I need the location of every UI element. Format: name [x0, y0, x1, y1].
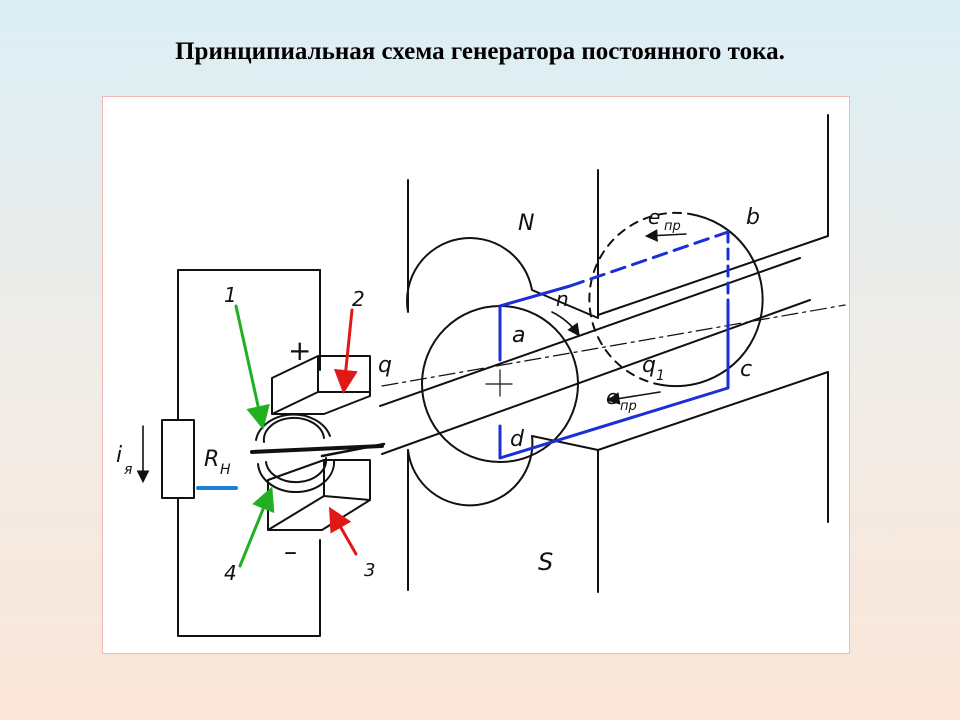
brush-bottom	[267, 459, 371, 531]
label-q1: q	[642, 353, 656, 378]
label-a: a	[512, 323, 525, 348]
south-yoke	[597, 371, 829, 523]
label-4: 4	[224, 561, 237, 585]
label-minus: –	[284, 537, 297, 567]
label-b: b	[746, 205, 760, 230]
label-q1-sub: 1	[656, 368, 665, 384]
label-e-bottom-sub: пр	[620, 399, 637, 414]
pointer-1	[234, 304, 270, 430]
external-circuit	[177, 269, 321, 637]
label-i-sub: я	[124, 462, 132, 478]
shaft-bottom-edge	[381, 299, 811, 455]
label-pole-n: N	[518, 211, 534, 236]
label-e-bottom: e	[606, 385, 618, 409]
label-d: d	[510, 427, 525, 452]
shaft-top-edge	[379, 257, 801, 407]
slide-title: Принципиальная схема генератора постоянн…	[175, 38, 785, 65]
south-pole	[407, 435, 599, 593]
coil-top-hidden	[568, 230, 730, 288]
label-3: 3	[364, 560, 375, 581]
commutator-slot	[250, 444, 384, 454]
label-rh: R	[204, 447, 219, 472]
commutator-ring-outer	[255, 413, 336, 494]
emf-arrow-top	[644, 229, 687, 242]
commutator-slot-2	[320, 442, 386, 458]
pointer-4	[238, 486, 275, 568]
load-resistor	[161, 419, 195, 499]
diagram-frame	[102, 96, 850, 654]
label-plus: +	[288, 334, 311, 367]
north-yoke	[597, 114, 829, 316]
commutator-ring-inner	[262, 416, 328, 484]
label-pole-s: S	[538, 548, 553, 576]
pointer-2	[333, 308, 358, 394]
pointer-3	[329, 506, 358, 556]
brush-top	[271, 355, 371, 415]
label-e-top: e	[648, 205, 660, 229]
armature-disc-far	[661, 213, 764, 388]
label-2: 2	[352, 287, 365, 311]
rotation-arrow	[551, 311, 580, 337]
label-n: n	[556, 287, 569, 311]
label-c: c	[740, 357, 752, 382]
label-q: q	[378, 353, 392, 378]
coil-side-a	[498, 284, 572, 362]
armature-disc-far-hidden	[588, 211, 691, 386]
emf-arrow-bottom	[606, 391, 661, 405]
label-e-top-sub: пр	[664, 219, 681, 234]
axis-line	[381, 304, 846, 387]
label-i: i	[116, 443, 122, 468]
label-1: 1	[224, 283, 237, 307]
label-rh-sub: H	[220, 462, 231, 478]
coil-side-c	[498, 298, 730, 460]
north-pole	[406, 169, 599, 319]
